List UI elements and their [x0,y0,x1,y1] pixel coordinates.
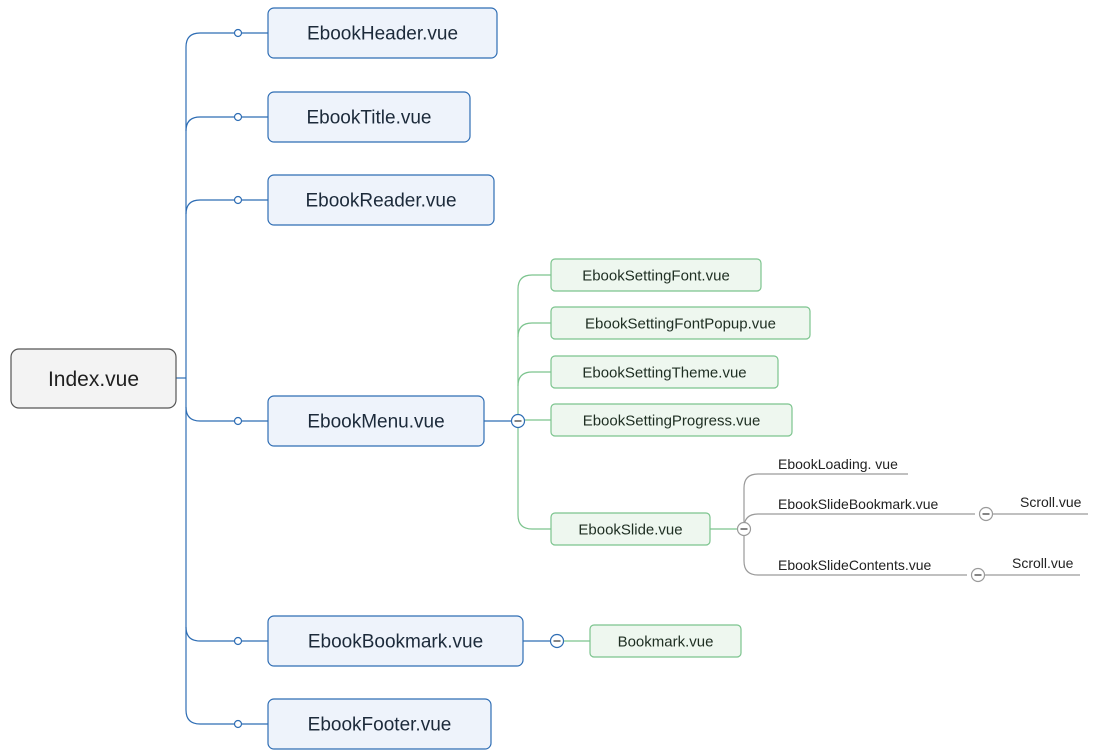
bookmark-collapse-button[interactable] [549,633,565,649]
node-menu-child-0-label: EbookSettingFont.vue [582,268,730,285]
branch-reader [185,199,268,215]
branch-dot-header [233,28,243,38]
branch-dot-footer [233,719,243,729]
scroll-collapse-button-1[interactable] [970,567,986,583]
branch-header [185,32,268,48]
node-footer-box [267,698,492,750]
node-menu-child-0[interactable]: EbookSettingFont.vue [550,258,762,292]
node-title-box [267,91,471,143]
node-menu-child-2-label: EbookSettingTheme.vue [582,365,746,382]
node-bookmark-label: EbookBookmark.vue [308,632,483,653]
node-menu-child-1[interactable]: EbookSettingFontPopup.vue [550,306,811,340]
slide-branch-0 [743,473,908,489]
node-menu-child-4[interactable]: EbookSlide.vue [550,512,711,546]
menu-branch-4 [517,514,551,530]
node-menu-child-4-box [550,512,711,546]
node-menu-child-3[interactable]: EbookSettingProgress.vue [550,403,793,437]
node-footer[interactable]: EbookFooter.vue [267,698,492,750]
menu-branch-0 [517,274,551,290]
node-header-label: EbookHeader.vue [307,24,458,45]
node-menu-box [267,395,485,447]
branch-title [185,116,268,132]
node-menu-child-1-label: EbookSettingFontPopup.vue [585,316,776,333]
node-menu-child-2-box [550,355,779,389]
node-reader[interactable]: EbookReader.vue [267,174,495,226]
root-node[interactable]: Index.vue [10,348,177,409]
node-menu-label: EbookMenu.vue [307,412,444,433]
node-menu-child-3-label: EbookSettingProgress.vue [583,413,761,430]
node-header-box [267,7,498,59]
slide-leaf-0: EbookLoading. vue [778,456,898,472]
node-reader-box [267,174,495,226]
node-menu-child-4-label: EbookSlide.vue [578,522,682,539]
slide-collapse-button[interactable] [736,521,752,537]
branch-dot-title [233,112,243,122]
node-menu-child-2[interactable]: EbookSettingTheme.vue [550,355,779,389]
node-title[interactable]: EbookTitle.vue [267,91,471,143]
slide-branch-2 [743,560,967,576]
branch-footer [185,709,268,725]
menu-collapse-button[interactable] [510,413,526,429]
branch-dot-reader [233,195,243,205]
node-bookmark-child[interactable]: Bookmark.vue [589,624,742,658]
slide-leaf-2: EbookSlideContents.vue [778,557,932,573]
branch-bookmark [185,626,268,642]
node-menu-child-1-box [550,306,811,340]
scroll-leaf-1: Scroll.vue [1012,555,1074,571]
scroll-leaf-0: Scroll.vue [1020,494,1082,510]
branch-dot-menu [233,416,243,426]
node-header[interactable]: EbookHeader.vue [267,7,498,59]
slide-branch-1 [743,513,975,529]
node-bookmark-box [267,615,524,667]
node-menu[interactable]: EbookMenu.vue [267,395,485,447]
node-menu-child-0-box [550,258,762,292]
slide-leaf-1: EbookSlideBookmark.vue [778,496,939,512]
branch-dot-bookmark [233,636,243,646]
root-node-box [10,348,177,409]
node-bookmark-child-box [589,624,742,658]
connector-lines [176,28,1088,729]
menu-branch-2 [517,371,551,387]
node-menu-child-3-box [550,403,793,437]
node-footer-label: EbookFooter.vue [308,715,452,736]
node-reader-label: EbookReader.vue [305,191,456,212]
scroll-collapse-button-0[interactable] [978,506,994,522]
node-bookmark[interactable]: EbookBookmark.vue [267,615,524,667]
nodes: Index.vue EbookHeader.vueEbookTitle.vueEb… [10,7,1082,750]
node-title-label: EbookTitle.vue [307,108,432,129]
menu-branch-1 [517,322,551,338]
root-node-label: Index.vue [48,368,139,391]
branch-menu [185,406,268,422]
node-bookmark-child-label: Bookmark.vue [618,634,714,651]
